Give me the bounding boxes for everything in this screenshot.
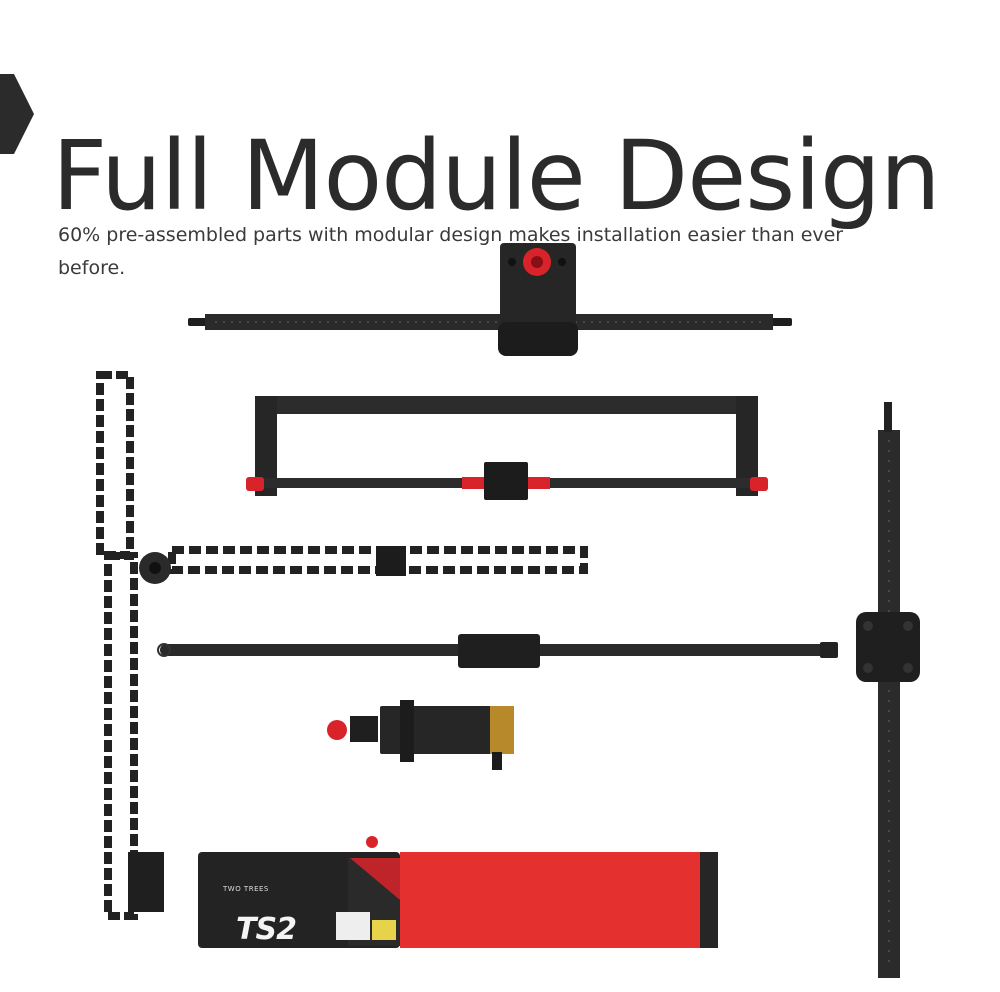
title-marker-icon (0, 74, 34, 154)
brand-logo-text: TWO TREES (223, 885, 269, 893)
drag-chain-horizontal (139, 546, 588, 584)
laser-module (327, 700, 514, 770)
page-title: Full Module Design (52, 120, 941, 233)
long-rail (157, 634, 838, 668)
y-frame (246, 396, 768, 500)
laser-housing (198, 836, 718, 948)
y-axis-rail-right (856, 402, 920, 978)
model-mark: TS2 (236, 912, 297, 947)
page-subtitle: 60% pre-assembled parts with modular des… (58, 224, 844, 279)
drag-chain-vertical (96, 371, 164, 920)
x-axis-rail (188, 243, 792, 356)
